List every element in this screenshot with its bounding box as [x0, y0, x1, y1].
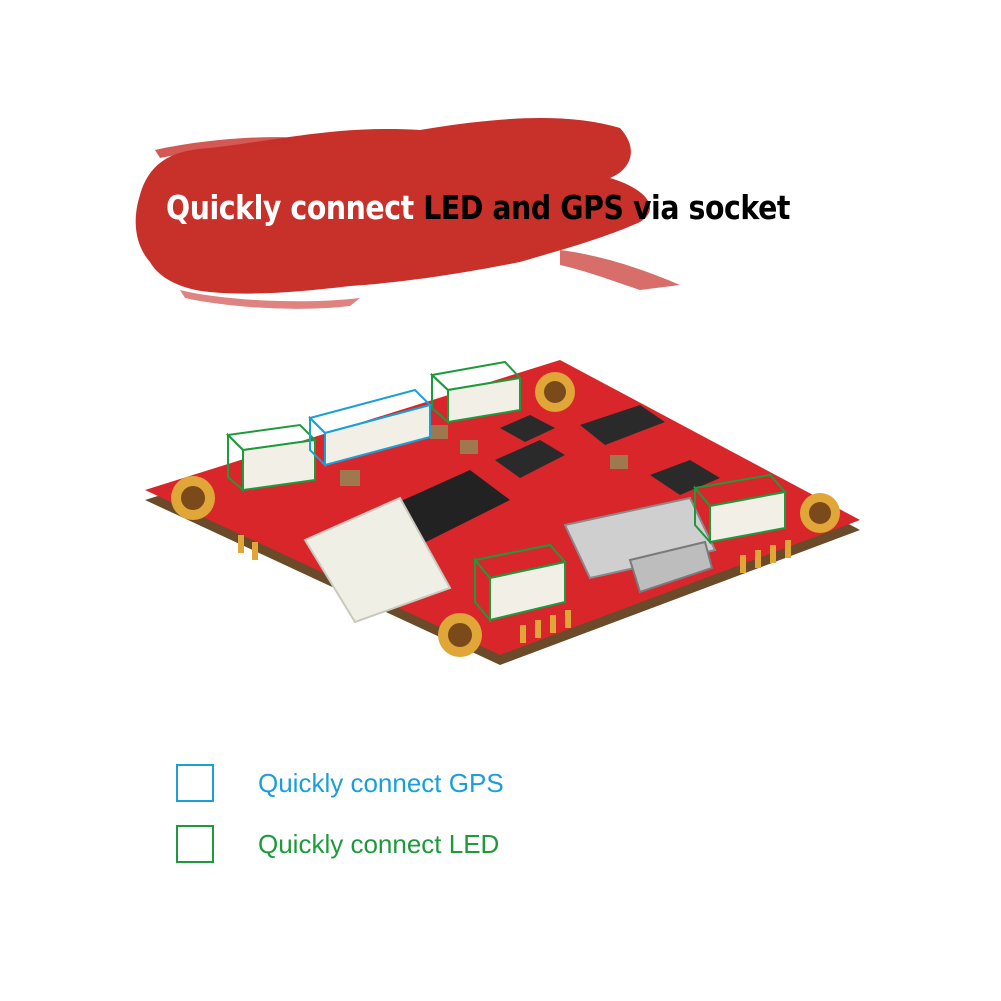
legend-label-gps: Quickly connect GPS: [258, 767, 504, 798]
usb-c-port: [563, 496, 717, 594]
led-connector-right: [693, 473, 787, 545]
legend-swatch-gps: [176, 764, 214, 802]
mounting-hole-bottom: [438, 613, 482, 657]
headline-banner: Quickly connect LED and GPS via socket: [0, 0, 1001, 340]
legend-label-led: Quickly connect LED: [258, 828, 500, 859]
headline-title: Quickly connect LED and GPS via socket: [166, 188, 790, 227]
headline-white-text: Quickly connect: [166, 188, 424, 227]
gps-connector: [308, 388, 432, 468]
mounting-hole-top: [535, 372, 575, 412]
led-connector-bottom: [473, 543, 567, 623]
flight-controller-board-photo: [0, 330, 1001, 690]
headline-black-text: LED and GPS via socket: [423, 188, 791, 227]
legend-swatch-led: [176, 825, 214, 863]
board-illustration: [145, 360, 860, 665]
led-connector-top: [429, 360, 523, 425]
legend-item-led: Quickly connect LED: [176, 825, 499, 863]
legend: Quickly connect GPS Quickly connect LED: [0, 740, 1001, 900]
legend-item-gps: Quickly connect GPS: [176, 764, 504, 802]
led-connector-left: [225, 423, 318, 493]
mounting-hole-right: [800, 493, 840, 533]
mounting-hole-left: [171, 476, 215, 520]
brush-stroke-graphic: [135, 118, 680, 309]
